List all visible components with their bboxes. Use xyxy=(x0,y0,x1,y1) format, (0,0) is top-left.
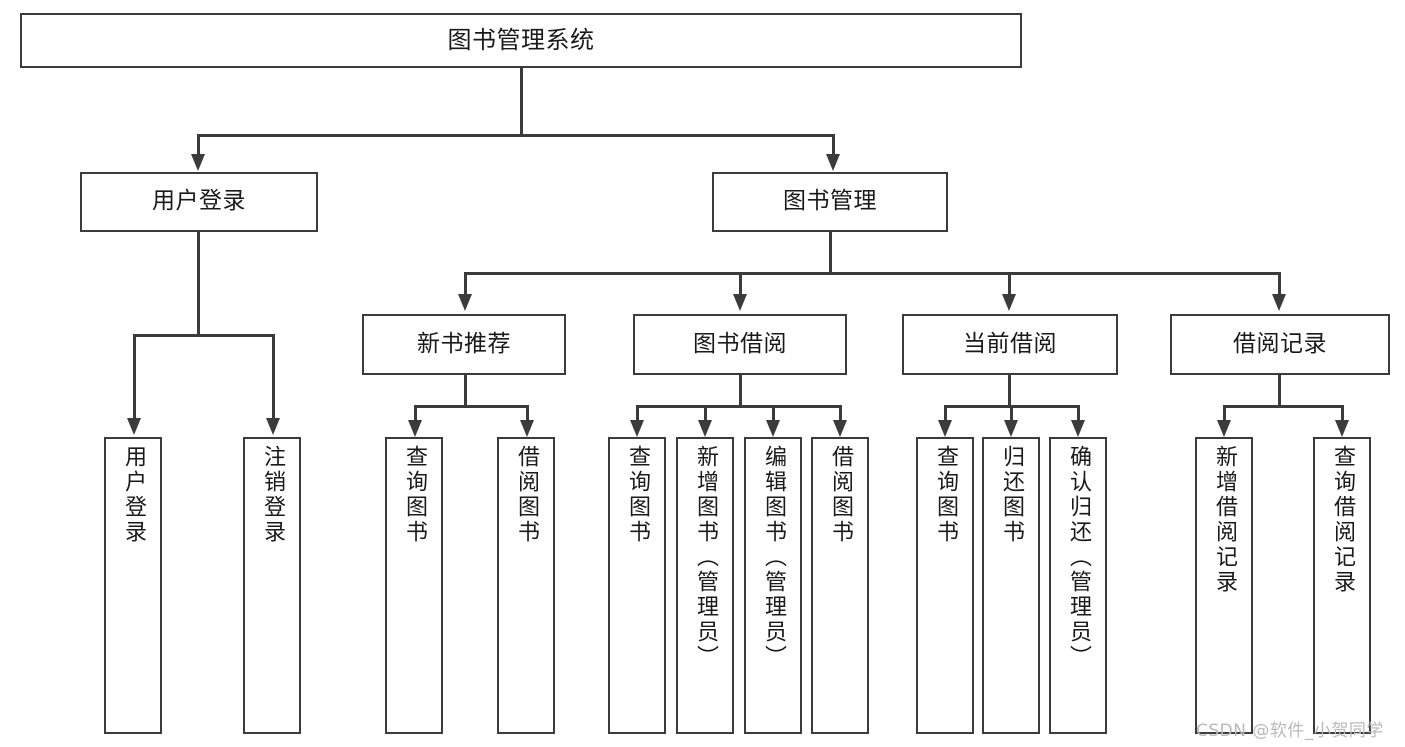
edge-bb-leaf-1 xyxy=(636,405,639,423)
edge-cb-leaf-2 xyxy=(1010,405,1013,423)
leaf-logout-login[interactable]: 注销登录 xyxy=(243,437,301,734)
leaf-query-book-cb[interactable]: 查询图书 xyxy=(916,437,974,734)
arrow-head-icon xyxy=(766,420,780,437)
edge-bb-leaf-4 xyxy=(839,405,842,423)
arrow-head-icon xyxy=(826,154,840,171)
edge-to-current-borrow xyxy=(1008,272,1011,296)
leaf-query-book-bb[interactable]: 查询图书 xyxy=(608,437,666,734)
edge-book-borrow-bus xyxy=(636,405,841,408)
arrow-head-icon xyxy=(266,418,280,435)
node-label: 图书借阅 xyxy=(693,330,787,357)
node-label: 新增图书（管理员） xyxy=(693,445,718,670)
edge-nbr-leaf-1 xyxy=(414,405,417,423)
edge-current-borrow-stem xyxy=(1008,375,1011,407)
edge-bb-leaf-2 xyxy=(704,405,707,423)
leaf-add-borrow-record[interactable]: 新增借阅记录 xyxy=(1195,437,1253,734)
node-current-borrow[interactable]: 当前借阅 xyxy=(902,314,1118,375)
arrow-head-icon xyxy=(630,420,644,437)
leaf-query-borrow-record[interactable]: 查询借阅记录 xyxy=(1313,437,1371,734)
node-book-management[interactable]: 图书管理 xyxy=(712,172,948,232)
leaf-query-book-nbr[interactable]: 查询图书 xyxy=(385,437,443,734)
arrow-head-icon xyxy=(698,420,712,437)
node-label: 图书管理系统 xyxy=(447,26,595,55)
edge-root-bus xyxy=(197,134,835,137)
edge-new-book-recommend-stem xyxy=(464,375,467,407)
arrow-head-icon xyxy=(1272,294,1286,311)
edge-cb-leaf-3 xyxy=(1077,405,1080,423)
node-label: 查询借阅记录 xyxy=(1330,445,1355,595)
node-label: 用户登录 xyxy=(152,188,246,215)
node-label: 新增借阅记录 xyxy=(1212,445,1237,595)
arrow-head-icon xyxy=(1004,420,1018,437)
edge-root-to-user-login xyxy=(197,134,200,156)
arrow-head-icon xyxy=(1335,420,1349,437)
arrow-head-icon xyxy=(1002,294,1016,311)
arrow-head-icon xyxy=(191,154,205,171)
node-label: 新书推荐 xyxy=(417,330,511,357)
node-label: 借阅图书 xyxy=(828,445,853,545)
node-label: 归还图书 xyxy=(999,445,1024,545)
node-label: 借阅图书 xyxy=(514,445,539,545)
node-user-login[interactable]: 用户登录 xyxy=(80,172,318,232)
leaf-confirm-return-admin[interactable]: 确认归还（管理员） xyxy=(1049,437,1107,734)
leaf-return-book[interactable]: 归还图书 xyxy=(982,437,1040,734)
arrow-head-icon xyxy=(520,420,534,437)
arrow-head-icon xyxy=(938,420,952,437)
edge-new-book-recommend-bus xyxy=(414,405,528,408)
edge-borrow-record-stem xyxy=(1278,375,1281,407)
node-new-book-recommend[interactable]: 新书推荐 xyxy=(362,314,566,375)
arrow-head-icon xyxy=(127,418,141,435)
edge-to-new-book-recommend xyxy=(464,272,467,296)
node-label: 查询图书 xyxy=(625,445,650,545)
node-label: 编辑图书（管理员） xyxy=(761,445,786,670)
edge-user-login-leaf-2 xyxy=(272,334,275,420)
node-root-book-management-system[interactable]: 图书管理系统 xyxy=(20,13,1022,68)
arrow-head-icon xyxy=(733,294,747,311)
leaf-add-book-admin[interactable]: 新增图书（管理员） xyxy=(676,437,734,734)
leaf-borrow-book-nbr[interactable]: 借阅图书 xyxy=(497,437,555,734)
edge-user-login-stem xyxy=(197,232,200,336)
edge-book-management-bus xyxy=(464,272,1280,275)
node-label: 图书管理 xyxy=(783,188,877,215)
edge-user-login-bus xyxy=(133,334,275,337)
node-label: 用户登录 xyxy=(121,445,146,545)
edge-bb-leaf-3 xyxy=(772,405,775,423)
edge-root-to-book-management xyxy=(832,134,835,156)
node-borrow-record[interactable]: 借阅记录 xyxy=(1170,314,1390,375)
leaf-user-login[interactable]: 用户登录 xyxy=(104,437,162,734)
node-label: 当前借阅 xyxy=(963,330,1057,357)
edge-root-stem xyxy=(520,68,523,136)
edge-br-leaf-1 xyxy=(1223,405,1226,423)
arrow-head-icon xyxy=(833,420,847,437)
arrow-head-icon xyxy=(1071,420,1085,437)
edge-to-borrow-record xyxy=(1278,272,1281,296)
node-label: 确认归还（管理员） xyxy=(1066,445,1091,670)
edge-to-book-borrow xyxy=(739,272,742,296)
node-label: 借阅记录 xyxy=(1233,330,1327,357)
edge-borrow-record-bus xyxy=(1223,405,1343,408)
node-label: 查询图书 xyxy=(402,445,427,545)
edge-nbr-leaf-2 xyxy=(526,405,529,423)
arrow-head-icon xyxy=(458,294,472,311)
node-label: 查询图书 xyxy=(933,445,958,545)
node-book-borrow[interactable]: 图书借阅 xyxy=(633,314,847,375)
arrow-head-icon xyxy=(408,420,422,437)
edge-book-management-stem xyxy=(829,232,832,274)
edge-br-leaf-2 xyxy=(1341,405,1344,423)
node-label: 注销登录 xyxy=(260,445,285,545)
arrow-head-icon xyxy=(1217,420,1231,437)
edge-book-borrow-stem xyxy=(739,375,742,407)
edge-cb-leaf-1 xyxy=(944,405,947,423)
leaf-edit-book-admin[interactable]: 编辑图书（管理员） xyxy=(744,437,802,734)
leaf-borrow-book-bb[interactable]: 借阅图书 xyxy=(811,437,869,734)
edge-user-login-leaf-1 xyxy=(133,334,136,420)
